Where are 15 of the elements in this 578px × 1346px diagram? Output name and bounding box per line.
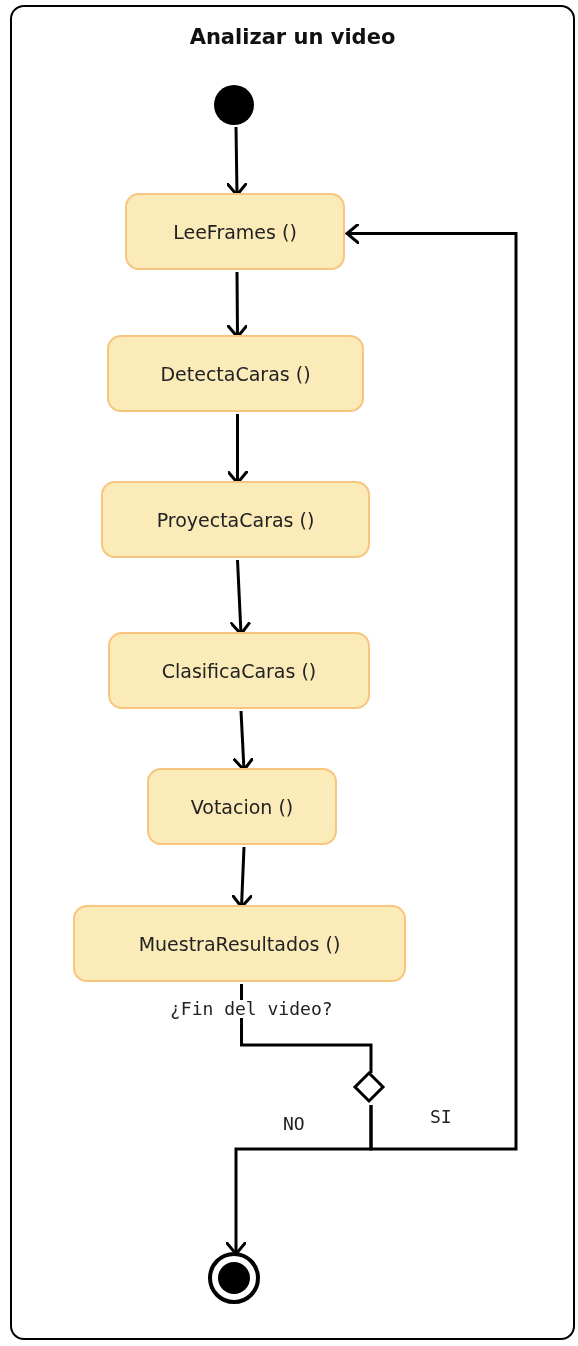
decision-diamond	[353, 1071, 385, 1103]
action-box: Votacion ()	[147, 768, 337, 845]
edge-label: NO	[283, 1115, 305, 1133]
activity-frame	[10, 5, 575, 1340]
edge-label: SI	[430, 1108, 452, 1126]
action-box: MuestraResultados ()	[73, 905, 406, 982]
edge-label: ¿Fin del video?	[170, 1000, 333, 1018]
frame-title: Analizar un video	[188, 25, 397, 49]
action-box: DetectaCaras ()	[107, 335, 364, 412]
arrow	[345, 222, 518, 1151]
action-box: ProyectaCaras ()	[101, 481, 370, 558]
final-node	[208, 1252, 260, 1304]
initial-node	[214, 85, 254, 125]
action-box: LeeFrames ()	[125, 193, 345, 270]
action-box: ClasificaCaras ()	[108, 632, 370, 709]
